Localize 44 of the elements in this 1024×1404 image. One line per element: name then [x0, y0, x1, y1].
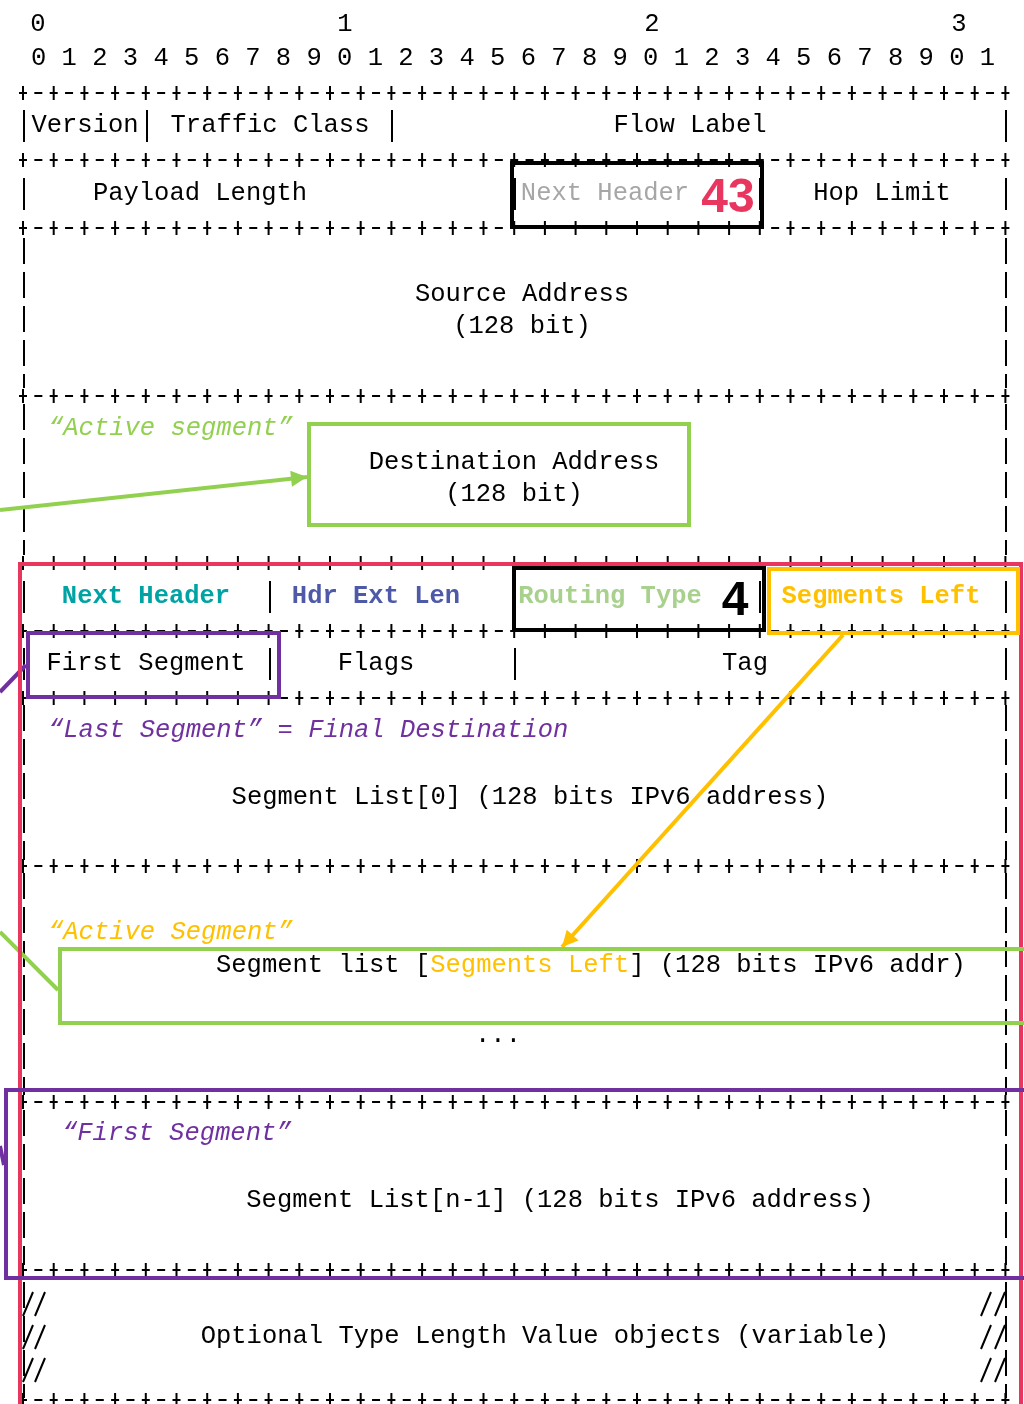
field-label: Hdr Ext Len — [291, 581, 461, 613]
highlight-box — [767, 567, 1020, 635]
field-label: Flow Label — [613, 110, 767, 142]
field-label: Segment list [ — [216, 950, 431, 982]
field-label: Hop Limit — [813, 178, 951, 210]
connector-line — [0, 663, 28, 694]
field-label: First Segment — [46, 648, 246, 680]
field-label: Optional Type Length Value objects (variable) — [200, 1321, 890, 1353]
field-label: Routing Type — [518, 581, 702, 613]
field-label: Payload Length — [92, 178, 308, 210]
field-label: Segments Left — [781, 581, 981, 613]
ellipsis-label: ... — [475, 1020, 521, 1052]
bit-number: 2 — [644, 9, 660, 41]
highlighted-number: 4 — [721, 575, 749, 623]
field-label: Next Header — [520, 178, 690, 210]
field-label: Segment List[n-1] (128 bits IPv6 address) — [246, 1185, 874, 1217]
bit-number: 0 — [30, 9, 46, 41]
bit-index-row: 0 1 2 3 4 5 6 7 8 9 0 1 2 3 4 5 6 7 8 9 0 1 2 3 4 5 6 7 8 9 0 1 — [31, 43, 996, 75]
annotation-label: “Active segment” — [48, 413, 293, 445]
annotation-label: “Active Segment” — [48, 917, 293, 949]
connector-line — [0, 930, 60, 992]
field-label: Version — [31, 110, 139, 142]
field-label: Flags — [337, 648, 415, 680]
highlighted-number: 43 — [701, 172, 755, 220]
highlight-box — [18, 562, 1023, 1404]
connector-line — [0, 1145, 6, 1166]
field-label: Traffic Class — [170, 110, 370, 142]
annotation-label: “First Segment” — [62, 1118, 292, 1150]
field-label: Destination Address (128 bit) — [367, 447, 661, 511]
field-label: Source Address (128 bit) — [413, 279, 631, 343]
field-label: Tag — [722, 648, 768, 680]
highlight-box — [512, 566, 766, 632]
highlight-box — [307, 422, 691, 527]
field-reference: Segments Left — [430, 950, 630, 982]
field-label: Segment List[0] (128 bits IPv6 address) — [231, 782, 829, 814]
annotation-label: “Last Segment” = Final Destination — [48, 715, 569, 747]
highlight-box — [26, 631, 281, 699]
bit-number: 3 — [951, 9, 967, 41]
field-label: ] (128 bits IPv6 addr) — [629, 950, 966, 982]
highlight-box — [510, 161, 764, 229]
arrow — [560, 633, 845, 949]
arrow — [0, 470, 308, 512]
bit-number: 1 — [337, 9, 353, 41]
field-label: Next Header — [61, 581, 231, 613]
